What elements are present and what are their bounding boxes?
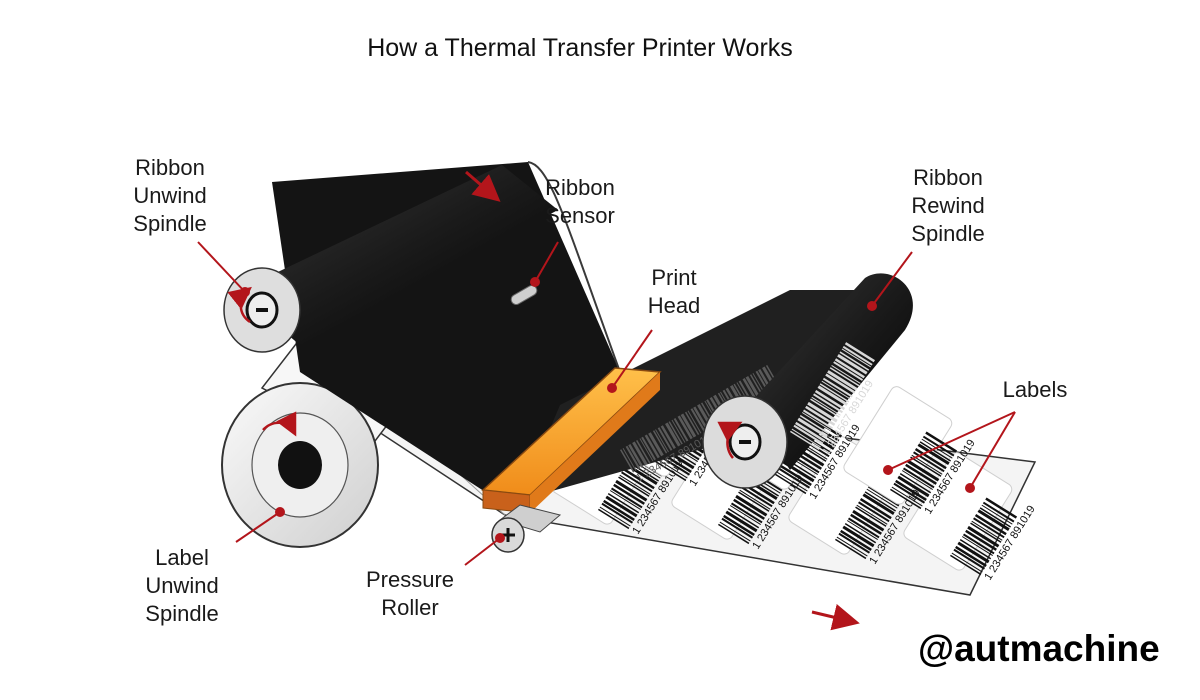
diagram-title: How a Thermal Transfer Printer Works: [367, 34, 793, 62]
label-4-background: [903, 452, 1013, 571]
pressure-roller: [491, 504, 562, 553]
label-7-background: [843, 386, 953, 505]
leader-lines: [197, 241, 1016, 566]
watermark-handle: @autmachine: [918, 628, 1160, 669]
direction-arrows: [227, 170, 860, 631]
label-labels: Labels: [1002, 377, 1068, 402]
ribbon-sensor: [510, 285, 538, 305]
ribbon-rewind-roll: 1 234567 891019: [702, 273, 913, 489]
